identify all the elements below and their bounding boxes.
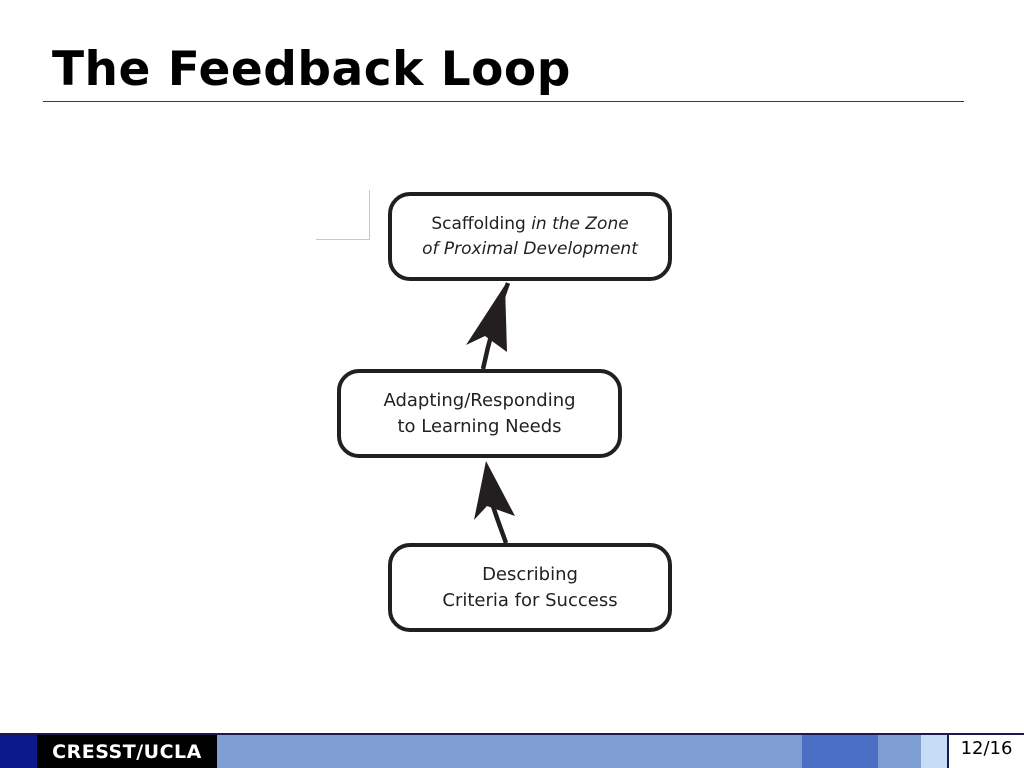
footer-block-light-blue: [217, 735, 802, 768]
footer-rule: [0, 733, 1024, 735]
node-scaffolding-line2: of Proximal Development: [422, 238, 638, 259]
slide-title: The Feedback Loop: [52, 42, 571, 97]
node-adapting: Adapting/Responding to Learning Needs: [337, 369, 622, 458]
arrow-mid-to-top-head: [466, 285, 507, 352]
node-scaffolding-line1: Scaffolding in the Zone: [431, 212, 628, 237]
slide-footer: CRESST/UCLA 12/16: [0, 733, 1024, 768]
footer-organization: CRESST/UCLA: [52, 740, 202, 763]
node-scaffolding: Scaffolding in the Zone of Proximal Deve…: [388, 192, 672, 281]
page-number: 12/16: [960, 738, 1013, 759]
footer-block-dark-blue: [0, 735, 37, 768]
node-describing-line2: Criteria for Success: [442, 589, 618, 611]
node-describing-line1: Describing: [482, 563, 578, 585]
node-scaffolding-plain: Scaffolding: [431, 213, 526, 234]
crop-mark: [316, 190, 370, 240]
footer-block-mid-blue: [802, 735, 878, 768]
node-describing: Describing Criteria for Success: [388, 543, 672, 632]
footer-org-block: CRESST/UCLA: [37, 735, 217, 768]
arrow-bot-to-mid-head: [474, 461, 515, 520]
node-adapting-line1: Adapting/Responding: [383, 389, 576, 411]
footer-block-light-blue-2: [878, 735, 921, 768]
title-divider: [43, 101, 964, 102]
footer-block-pale-blue: [921, 735, 947, 768]
footer-page-block: 12/16: [947, 735, 1024, 768]
node-adapting-line2: to Learning Needs: [397, 415, 562, 437]
node-scaffolding-italic: in the Zone: [525, 213, 629, 234]
